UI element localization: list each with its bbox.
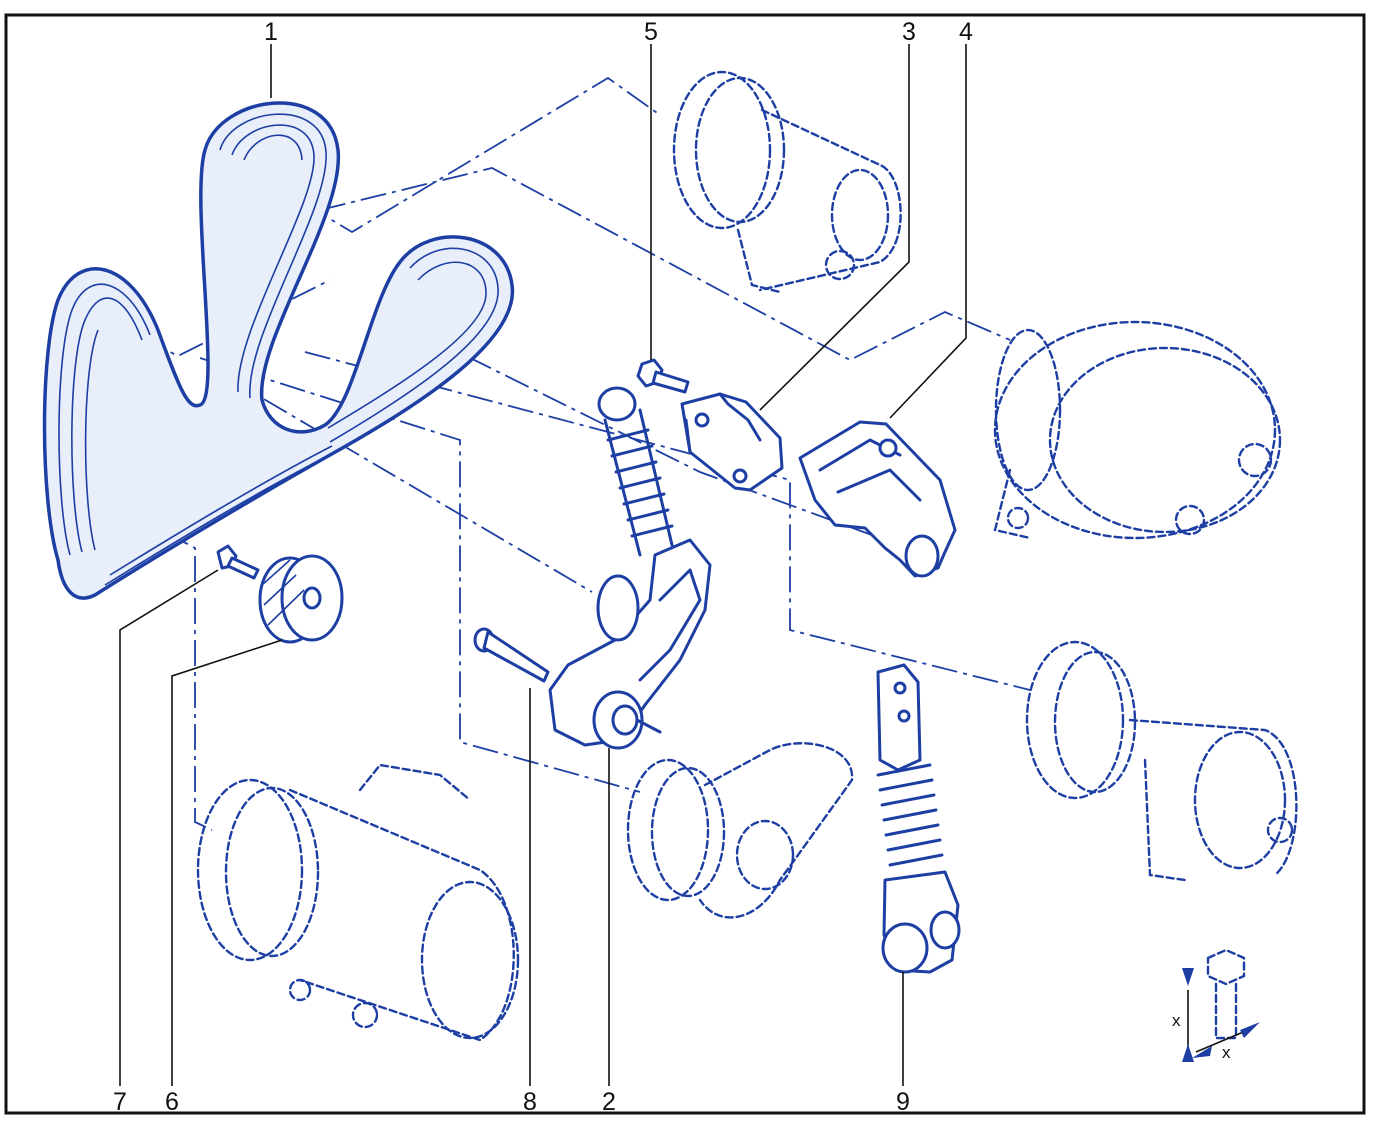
callout-8: 8: [523, 1088, 537, 1116]
callout-7: 7: [113, 1088, 127, 1116]
damper-spring-coils: [606, 428, 674, 538]
ghost-ac-compressor: [196, 763, 520, 1042]
torque-arrow-right: [1240, 1022, 1260, 1038]
idler-pulley-part-6: [258, 554, 344, 644]
support-bracket-part-4: [798, 420, 957, 578]
callout-numbers: 1 5 3 4 7 6 8 2 9: [113, 18, 973, 1116]
torque-arrow-bottom: [1182, 1044, 1194, 1062]
callout-3: 3: [902, 18, 916, 46]
callout-6: 6: [165, 1088, 179, 1116]
belt-part-1: [42, 101, 515, 600]
torque-arrow-left: [1192, 1046, 1212, 1058]
bolt-part-5: [636, 358, 690, 394]
bolt-torque-symbol: x x: [1172, 948, 1260, 1062]
callout-4: 4: [959, 18, 973, 46]
diagram-border: [4, 13, 1366, 1115]
torque-label-vertical: x: [1172, 1011, 1181, 1030]
torque-arrow-top: [1182, 968, 1194, 986]
small-bolt-part-7: [216, 544, 260, 580]
bracket-plate-part-3: [680, 392, 784, 492]
damper-rod-spring-coils: [876, 763, 944, 867]
long-bolt-part-8: [473, 627, 550, 683]
tensioner-assembly-part-2: [548, 386, 712, 750]
callout-leader-lines: [119, 44, 967, 1086]
ghost-water-pump: [626, 742, 854, 919]
callout-2: 2: [602, 1088, 616, 1116]
ghost-crankshaft-pulley: [1025, 640, 1298, 882]
ghost-power-steering-pump: [672, 70, 902, 294]
callout-5: 5: [644, 18, 658, 46]
torque-label-horizontal: x: [1222, 1043, 1231, 1062]
callout-9: 9: [896, 1088, 910, 1116]
callout-1: 1: [264, 18, 278, 46]
damper-rod-part-9: [876, 663, 961, 974]
ghost-alternator: [993, 320, 1282, 540]
